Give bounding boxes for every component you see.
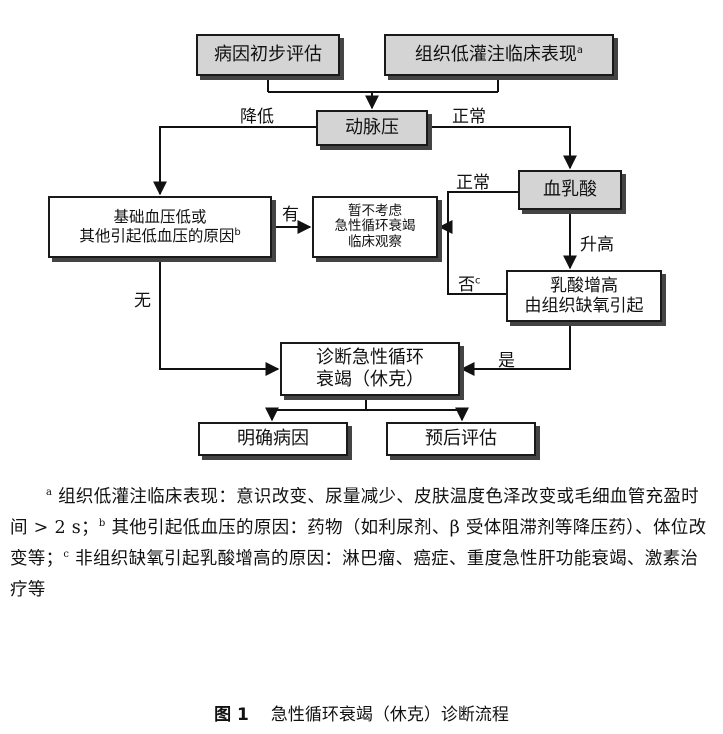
edge-arterial-to-baseline xyxy=(153,126,316,196)
etiology-box: 病因初步评估 xyxy=(196,34,340,76)
cause-box: 明确病因 xyxy=(198,422,348,456)
footnotes: a 组织低灌注临床表现：意识改变、尿量减少、皮肤温度色泽改变或毛细血管充盈时间 … xyxy=(10,482,714,606)
edge-hypoxia-no xyxy=(447,227,506,295)
baseline-line2: 其他引起低血压的原因b xyxy=(79,226,241,245)
footnote-a-sup: a xyxy=(46,487,53,499)
baseline-sup: b xyxy=(234,226,241,238)
footnote-b-sup: b xyxy=(98,518,106,530)
label-yes-baseline: 有 xyxy=(282,205,299,225)
footnote-b-text: 其他引起低血压的原因：药物（如利尿剂、β 受体阻滞剂等降压药）、体位改变等； xyxy=(10,518,707,569)
edge-arterial-to-lactate xyxy=(428,126,577,170)
hypoperfusion-sup: a xyxy=(576,45,584,57)
prognosis-label: 预后评估 xyxy=(425,428,497,450)
observe-box: 暂不考虑 急性循环衰竭 临床观察 xyxy=(312,196,438,258)
label-none: 无 xyxy=(134,291,151,311)
label-yes-hypoxia: 是 xyxy=(498,351,515,371)
edge-lactate-to-observe xyxy=(438,191,518,234)
hypoxia-line2: 由组织缺氧引起 xyxy=(524,296,644,316)
figure-caption: 图 1 急性循环衰竭（休克）诊断流程 xyxy=(0,700,723,725)
observe-line1: 暂不考虑 xyxy=(348,202,402,219)
lactate-box: 血乳酸 xyxy=(518,170,622,210)
baseline-line1: 基础血压低或 xyxy=(113,208,207,227)
label-decreased: 降低 xyxy=(240,107,274,127)
figure-title: 急性循环衰竭（休克）诊断流程 xyxy=(270,705,509,725)
arterial-pressure-box: 动脉压 xyxy=(316,110,428,146)
diagnosis-box: 诊断急性循环 衰竭（休克） xyxy=(280,342,460,396)
prognosis-box: 预后评估 xyxy=(386,422,536,456)
footnote-c-text: 非组织缺氧引起乳酸增高的原因：淋巴瘤、癌症、重度急性肝功能衰竭、激素治疗等 xyxy=(10,549,699,600)
lactate-label: 血乳酸 xyxy=(543,179,597,201)
hypoperfusion-label: 组织低灌注临床表现a xyxy=(414,44,584,66)
label-no-hypoxia: 否c xyxy=(458,275,481,295)
label-increased: 升高 xyxy=(580,235,614,255)
baseline-box: 基础血压低或 其他引起低血压的原因b xyxy=(48,196,272,258)
observe-line2: 急性循环衰竭 xyxy=(334,218,416,235)
label-normal-lactate: 正常 xyxy=(456,173,490,193)
edge-hypoxia-to-diagnosis xyxy=(460,322,571,376)
flowchart-connectors xyxy=(153,76,577,422)
arterial-pressure-label: 动脉压 xyxy=(345,117,399,139)
hypoperfusion-box: 组织低灌注临床表现a xyxy=(384,34,614,76)
no-sup: c xyxy=(475,275,481,287)
footnote-a-text: 组织低灌注临床表现：意识改变、尿量减少、皮肤温度色泽改变或毛细血管充盈时间 > … xyxy=(10,487,699,538)
hypoxia-box: 乳酸增高 由组织缺氧引起 xyxy=(506,270,662,322)
figure-number: 图 1 xyxy=(214,705,249,725)
etiology-label: 病因初步评估 xyxy=(214,44,322,66)
hypoxia-line1: 乳酸增高 xyxy=(550,275,618,296)
observe-line3: 临床观察 xyxy=(348,233,402,250)
diagnosis-line2: 衰竭（休克） xyxy=(316,369,424,390)
cause-label: 明确病因 xyxy=(237,428,309,450)
footnote-c-sup: c xyxy=(63,549,70,561)
edge-baseline-to-diagnosis xyxy=(159,258,280,376)
diagnosis-line1: 诊断急性循环 xyxy=(316,347,424,369)
label-normal-arterial: 正常 xyxy=(452,107,486,127)
